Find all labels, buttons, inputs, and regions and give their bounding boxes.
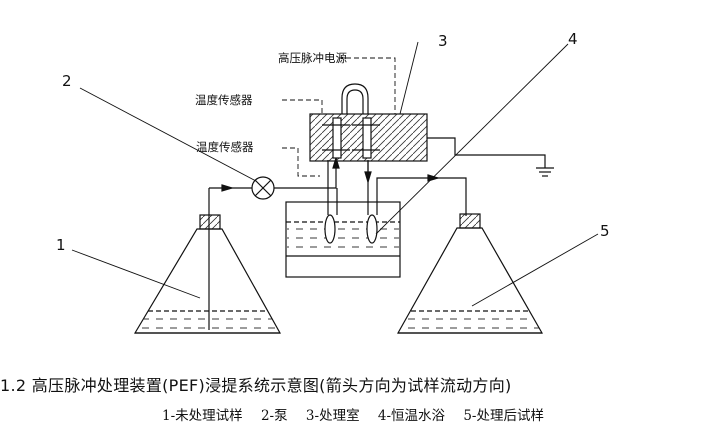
legend-item-water-bath: 4-恒温水浴 xyxy=(377,408,446,424)
legend-item-pump: 2-泵 xyxy=(260,408,288,424)
label-power-supply: 高压脉冲电源 xyxy=(278,51,347,65)
label-number-5: 5 xyxy=(600,222,610,240)
label-temp-sensor-2: 温度传感器 xyxy=(196,140,254,154)
leader-lines xyxy=(71,41,599,307)
label-number-3: 3 xyxy=(438,32,448,50)
signal-lines xyxy=(282,57,396,177)
label-number-4: 4 xyxy=(568,30,578,48)
figure-caption-title: 1.2 高压脉冲处理装置(PEF)浸提系统示意图(箭头方向为试样流动方向) xyxy=(0,376,512,395)
flow-arrow-icon xyxy=(221,184,235,192)
label-number-2: 2 xyxy=(62,72,72,90)
figure-caption-legend: 1-未处理试样 2-泵 3-处理室 4-恒温水浴 5-处理后试样 xyxy=(0,404,706,424)
legend-item-treated: 5-处理后试样 xyxy=(463,408,544,424)
ground-icon xyxy=(427,137,554,177)
treatment-chamber xyxy=(309,83,428,185)
label-number-1: 1 xyxy=(56,236,66,254)
label-temp-sensor-1: 温度传感器 xyxy=(195,93,253,107)
flask-untreated xyxy=(133,188,282,334)
legend-item-untreated: 1-未处理试样 xyxy=(162,408,243,424)
legend-item-chamber: 3-处理室 xyxy=(305,408,360,424)
flask-treated xyxy=(396,213,544,334)
